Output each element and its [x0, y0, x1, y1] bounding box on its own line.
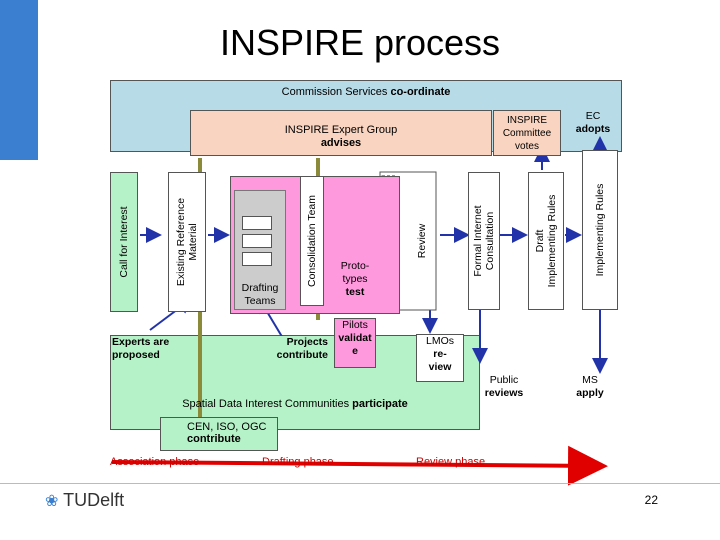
cen-iso-ogc-box: CEN, ISO, OGC contribute	[160, 417, 278, 451]
lmos-label: LMOs re- view	[416, 334, 464, 382]
consolidation-team-box: Consolidation Team	[300, 176, 324, 306]
review-label: Review	[416, 223, 428, 259]
projects-line1: Projects	[286, 336, 328, 348]
projects-label: Projects contribute	[258, 336, 328, 362]
call-for-interest-label: Call for Interest	[118, 206, 130, 278]
ms-apply-label: MS apply	[566, 374, 614, 400]
existing-line2: Material	[187, 223, 199, 261]
expert-group-box: INSPIRE Expert Group advises	[190, 110, 492, 156]
experts-line1: Experts are	[112, 336, 170, 348]
lmos-line3: view	[428, 361, 452, 373]
experts-line2: proposed	[112, 349, 160, 361]
footer-divider	[0, 483, 720, 484]
formal-consultation-label: Formal Internet Consultation	[472, 205, 496, 276]
phase-association: Association phase	[110, 456, 200, 468]
public-line1: Public	[489, 374, 519, 386]
draft-ir-box: Draft Implementing Rules	[528, 172, 564, 310]
draft-ir-line1: Draft	[534, 229, 546, 253]
spatial-text: Spatial Data Interest Communities	[182, 398, 350, 410]
existing-line1: Existing Reference	[175, 197, 187, 287]
expert-group-title: INSPIRE Expert Group	[284, 124, 398, 136]
draft-ir-line2: Implementing Rules	[546, 194, 558, 288]
spatial-bold: participate	[352, 398, 408, 410]
committee-box: INSPIRE Committee votes	[493, 110, 561, 156]
ms-line2: apply	[576, 387, 604, 399]
page-title: INSPIRE process	[219, 22, 501, 63]
committee-line1: INSPIRE	[506, 115, 547, 126]
ec-line2: adopts	[575, 123, 611, 135]
lmos-line1: LMOs	[425, 335, 454, 347]
ir-box: Implementing Rules	[582, 150, 618, 310]
formal-line2: Consultation	[484, 211, 496, 271]
cen-line2: contribute	[187, 433, 241, 445]
existing-material-box: Existing Reference Material	[168, 172, 206, 312]
review-label-box: Review	[408, 176, 436, 306]
public-line2: reviews	[484, 387, 524, 399]
public-reviews-label: Public reviews	[478, 374, 530, 400]
formal-line1: Formal Internet	[472, 205, 484, 277]
corner-accent-block	[0, 0, 38, 160]
drafting-line1: Drafting	[241, 282, 279, 294]
ms-line1: MS	[582, 374, 598, 386]
page-number: 22	[644, 493, 658, 507]
formal-consultation-box: Formal Internet Consultation	[468, 172, 500, 310]
committee-line3: votes	[515, 141, 539, 152]
cen-line1: CEN, ISO, OGC	[187, 421, 267, 433]
pilots-line2: validat	[338, 332, 372, 344]
flame-icon: ❀	[45, 493, 59, 510]
logo-text: TUDelft	[63, 490, 125, 510]
phase-timeline-arrow	[111, 445, 608, 486]
consolidation-team-label: Consolidation Team	[306, 194, 318, 288]
lmos-line2: re-	[433, 348, 447, 360]
ir-label: Implementing Rules	[594, 183, 606, 277]
pilots-label: Pilots validat e	[334, 318, 376, 368]
draft-sheet-2	[242, 234, 272, 248]
projects-line2: contribute	[276, 349, 328, 361]
draft-sheet-3	[242, 252, 272, 266]
commission-bold: co-ordinate	[390, 86, 451, 98]
prototypes-line3: test	[345, 286, 365, 298]
commission-services-label: Commission Services co-ordinate	[110, 86, 622, 98]
tudelft-logo: ❀ TUDelft	[45, 490, 165, 520]
existing-material-label: Existing Reference Material	[175, 198, 199, 286]
drafting-teams-box	[234, 190, 286, 310]
prototypes-line1: Proto-	[340, 260, 370, 272]
prototypes-label: Proto- types test	[330, 260, 380, 299]
call-for-interest-box: Call for Interest	[110, 172, 138, 312]
experts-label: Experts are proposed	[112, 336, 184, 362]
ec-line1: EC	[585, 110, 601, 122]
commission-text: Commission Services	[281, 86, 388, 98]
drafting-teams-label: Drafting Teams	[234, 282, 286, 308]
drafting-line2: Teams	[244, 295, 276, 307]
draft-ir-label: Draft Implementing Rules	[534, 195, 558, 288]
pilots-line3: e	[352, 345, 358, 357]
expert-group-action: advises	[320, 137, 362, 149]
spatial-communities-label: Spatial Data Interest Communities partic…	[110, 398, 480, 410]
draft-sheet-1	[242, 216, 272, 230]
ec-adopts-label: EC adopts	[566, 110, 620, 146]
phase-review: Review phase	[416, 456, 486, 468]
prototypes-line2: types	[342, 273, 368, 285]
pilots-line1: Pilots	[342, 319, 368, 331]
committee-line2: Committee	[502, 128, 552, 139]
phase-drafting: Drafting phase	[262, 456, 334, 468]
